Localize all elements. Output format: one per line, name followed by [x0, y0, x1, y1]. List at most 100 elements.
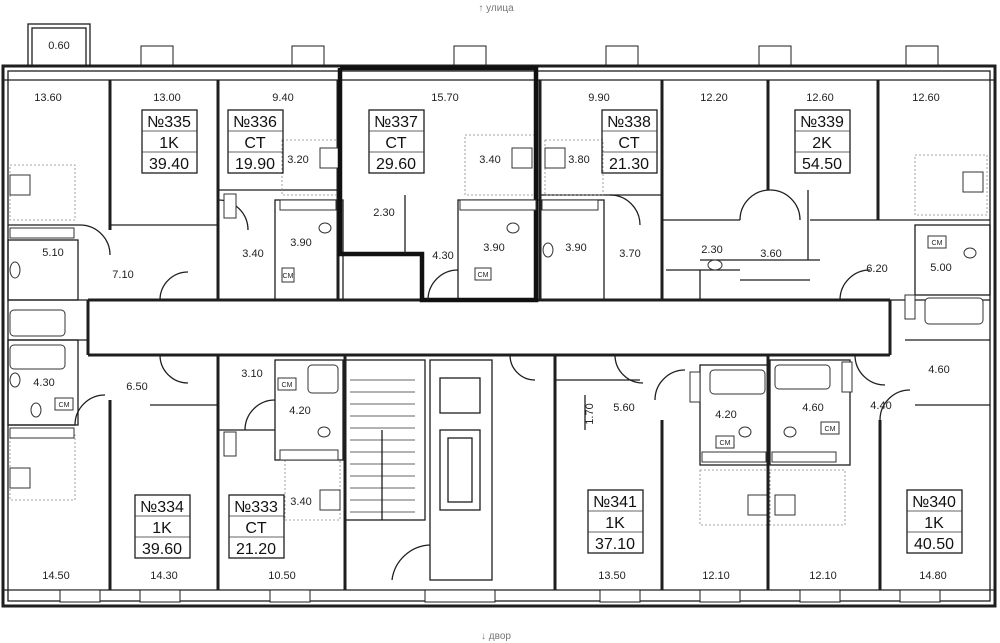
outer-wall-inner: [7, 70, 991, 602]
room-area: 5.60: [613, 402, 634, 414]
apt-340-number: №340: [912, 494, 956, 511]
room-area: 3.40: [242, 248, 263, 260]
top-windows: [140, 45, 939, 67]
apt-333-type: CT: [245, 520, 267, 537]
room-areas: 0.60 13.60 13.00 9.40 15.70 9.90 12.20 1…: [33, 40, 951, 582]
room-area: 15.70: [431, 92, 459, 104]
stoves: [9, 147, 984, 516]
apt-337-type: CT: [385, 135, 407, 152]
washer-label: CM: [825, 426, 836, 433]
room-area: 12.10: [702, 570, 730, 582]
apt-339-area: 54.50: [802, 156, 842, 173]
apt-339[interactable]: №339 2K 54.50: [800, 114, 844, 173]
apt-338-type: CT: [618, 135, 640, 152]
washer-label: CM: [283, 273, 294, 280]
room-area: 3.60: [760, 248, 781, 260]
room-area: 2.30: [701, 244, 722, 256]
washer-label: CM: [478, 272, 489, 279]
room-area: 3.20: [287, 154, 308, 166]
room-area: 14.80: [919, 570, 947, 582]
room-area: 4.60: [928, 364, 949, 376]
room-area: 3.90: [483, 242, 504, 254]
room-area: 10.50: [268, 570, 296, 582]
room-area: 4.20: [289, 405, 310, 417]
room-area: 5.10: [42, 247, 63, 259]
room-area: 3.10: [241, 368, 262, 380]
apt-335-type: 1K: [159, 135, 179, 152]
room-area: 12.20: [700, 92, 728, 104]
apt-336[interactable]: №336 CT 19.90: [233, 114, 277, 173]
top-partitions: [8, 80, 990, 300]
apt-335-number: №335: [147, 114, 191, 131]
room-area: 7.10: [112, 269, 133, 281]
apt-340-type: 1K: [924, 515, 944, 532]
room-area: 14.50: [42, 570, 70, 582]
radiators: [9, 193, 916, 463]
room-area: 3.80: [568, 154, 589, 166]
label-boxes: [134, 109, 963, 559]
kitchen-counters: [9, 134, 988, 526]
washer-label: CM: [932, 240, 943, 247]
apt-340-area: 40.50: [914, 536, 954, 553]
room-area: 9.90: [588, 92, 609, 104]
room-area: 2.30: [373, 207, 394, 219]
apt-334[interactable]: №334 1K 39.60: [140, 499, 184, 558]
room-area: 12.10: [809, 570, 837, 582]
sanitary-fixtures: [9, 222, 977, 438]
room-area: 3.70: [619, 248, 640, 260]
apt-338-area: 21.30: [609, 156, 649, 173]
room-area: 4.20: [715, 409, 736, 421]
apt-335-area: 39.40: [149, 156, 189, 173]
room-area: 9.40: [272, 92, 293, 104]
apt-338-number: №338: [607, 114, 651, 131]
apt-341[interactable]: №341 1K 37.10: [593, 494, 637, 553]
apt-336-number: №336: [233, 114, 277, 131]
apt-336-type: CT: [244, 135, 266, 152]
room-area: 3.90: [290, 237, 311, 249]
room-area: 5.00: [930, 262, 951, 274]
yard-label: ↓ двор: [481, 631, 511, 642]
apt-338[interactable]: №338 CT 21.30: [607, 114, 651, 173]
room-area: 13.60: [34, 92, 62, 104]
apt-334-number: №334: [140, 499, 184, 516]
apt-333-area: 21.20: [236, 541, 276, 558]
apt-334-type: 1K: [152, 520, 172, 537]
street-label: ↑ улица: [478, 3, 514, 14]
apt-336-area: 19.90: [235, 156, 275, 173]
apt-333-number: №333: [234, 499, 278, 516]
bottom-bathrooms: [7, 339, 851, 466]
apt-339-number: №339: [800, 114, 844, 131]
apt-337-area: 29.60: [376, 156, 416, 173]
apt-333[interactable]: №333 CT 21.20: [234, 499, 278, 558]
room-area: 4.30: [432, 250, 453, 262]
apt-341-type: 1K: [605, 515, 625, 532]
room-area: 13.00: [153, 92, 181, 104]
room-area: 12.60: [912, 92, 940, 104]
bottom-windows: [59, 589, 941, 603]
door-swings: [74, 189, 911, 431]
room-area: 4.40: [870, 400, 891, 412]
washer-label: CM: [59, 402, 70, 409]
apt-341-number: №341: [593, 494, 637, 511]
washer-markers: CM CM CM CM CM CM CM: [54, 235, 947, 449]
apt-341-area: 37.10: [595, 536, 635, 553]
room-area: 4.30: [33, 377, 54, 389]
stairwell: [344, 359, 493, 581]
apt-334-area: 39.60: [142, 541, 182, 558]
apt-335[interactable]: №335 1K 39.40: [147, 114, 191, 173]
apt-337-highlight: [337, 65, 539, 303]
apt-340[interactable]: №340 1K 40.50: [912, 494, 956, 553]
room-area: 3.90: [565, 242, 586, 254]
room-area: 6.20: [866, 263, 887, 275]
room-area: 12.60: [806, 92, 834, 104]
room-area: 13.50: [598, 570, 626, 582]
room-area: 3.40: [479, 154, 500, 166]
apt-337-number: №337: [374, 114, 418, 131]
room-area: 14.30: [150, 570, 178, 582]
room-area: 6.50: [126, 381, 147, 393]
apt-337[interactable]: №337 CT 29.60: [374, 114, 418, 173]
washer-label: CM: [282, 382, 293, 389]
room-area: 1.70: [584, 403, 596, 424]
room-area: 3.40: [290, 496, 311, 508]
